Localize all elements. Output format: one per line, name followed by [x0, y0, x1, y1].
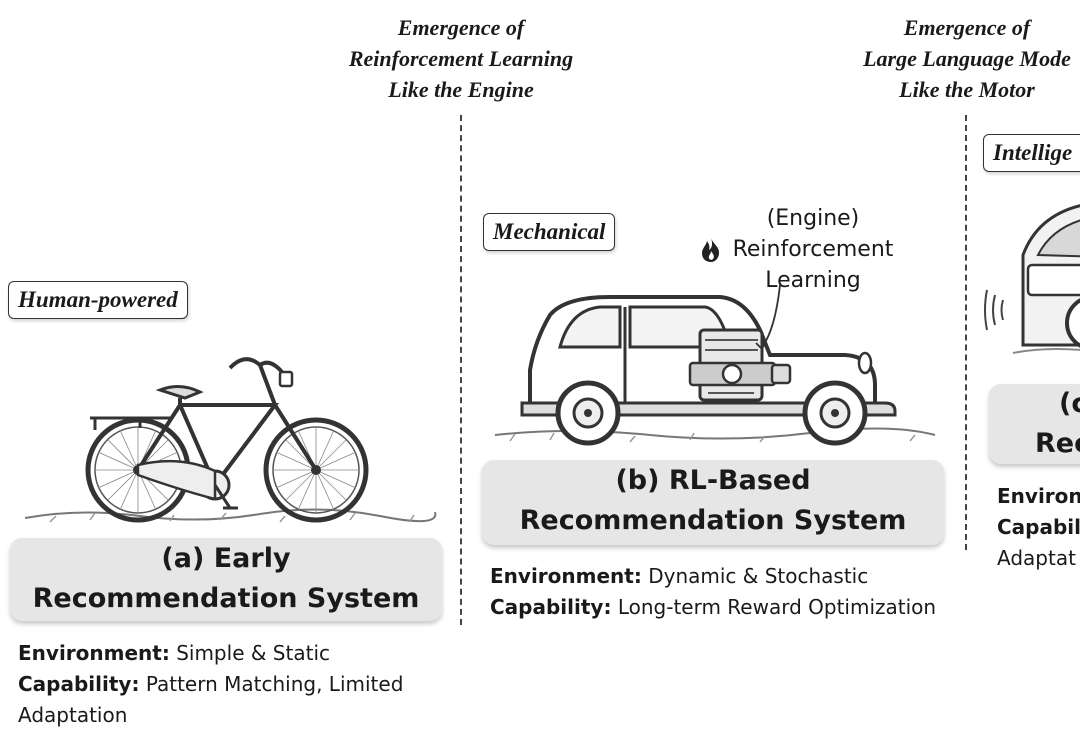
car-illustration [494, 284, 936, 446]
environment-label: Environment: [18, 641, 170, 665]
capability-label: Capabil [997, 515, 1080, 539]
stage-description-early: Environment: Simple & Static Capability:… [18, 638, 403, 731]
capability-label: Capability: [18, 672, 140, 696]
era-divider-rl [460, 115, 462, 625]
engine-callout-line: Learning [765, 268, 861, 293]
environment-label: Environ [997, 484, 1080, 508]
system-title-line: Recommendation System [519, 505, 907, 536]
capability-value: Long-term Reward Optimization [611, 595, 937, 619]
environment-line: Environ [997, 481, 1080, 512]
era-header-line: Large Language Mode [863, 46, 1071, 71]
capability-value-cont: Adaptat [997, 546, 1076, 570]
engine-callout-line: Reinforcement [732, 237, 894, 262]
system-box-rl: (b) RL-Based Recommendation System [482, 460, 944, 545]
capability-value: Pattern Matching, Limited [139, 672, 404, 696]
environment-label: Environment: [490, 564, 642, 588]
era-header-line: Emergence of [397, 15, 525, 40]
capability-line: Capability: Pattern Matching, Limited [18, 669, 403, 700]
system-box-llm: (c Rec [989, 384, 1080, 464]
system-box-early: (a) Early Recommendation System [10, 538, 442, 621]
bicycle-illustration [24, 357, 437, 523]
stage-tag-intelligent: Intellige [983, 134, 1080, 172]
era-header-rl: Emergence of Reinforcement Learning Like… [330, 12, 592, 105]
system-title-line: (a) Early [161, 543, 291, 574]
capability-line: Capability: Long-term Reward Optimizatio… [490, 592, 936, 623]
environment-line: Environment: Simple & Static [18, 638, 403, 669]
engine-callout-line: (Engine) [766, 206, 860, 231]
environment-value: Simple & Static [169, 641, 330, 665]
stage-c-clip: Intellige (c Rec Environ Capabil Adaptat [975, 0, 1080, 744]
modern-car-illustration [984, 204, 1080, 354]
era-divider-llm [965, 115, 967, 550]
environment-value: Dynamic & Stochastic [641, 564, 869, 588]
stage-tag-human-powered: Human-powered [8, 281, 188, 319]
era-header-line: Emergence of [903, 15, 1031, 40]
environment-line: Environment: Dynamic & Stochastic [490, 561, 936, 592]
system-title-line: (c [1059, 388, 1080, 419]
era-header-line: Reinforcement Learning [348, 46, 574, 71]
system-title-line: Recommendation System [32, 583, 420, 614]
system-title-line: Rec [1035, 428, 1080, 459]
engine-callout: (Engine) Reinforcement Learning [728, 203, 898, 296]
era-header-llm: Emergence of Large Language Mode Like th… [836, 12, 1080, 105]
era-header-line: Like the Motor [899, 77, 1035, 102]
era-header-line: Like the Engine [388, 77, 534, 102]
stage-description-rl: Environment: Dynamic & Stochastic Capabi… [490, 561, 936, 623]
stage-tag-mechanical: Mechanical [483, 213, 616, 251]
capability-line: Capabil [997, 512, 1080, 543]
capability-value-cont: Adaptation [18, 703, 128, 727]
system-title-line: (b) RL-Based [615, 465, 811, 496]
stage-description-llm: Environ Capabil Adaptat [997, 481, 1080, 574]
flame-icon [702, 238, 720, 262]
capability-label: Capability: [490, 595, 612, 619]
